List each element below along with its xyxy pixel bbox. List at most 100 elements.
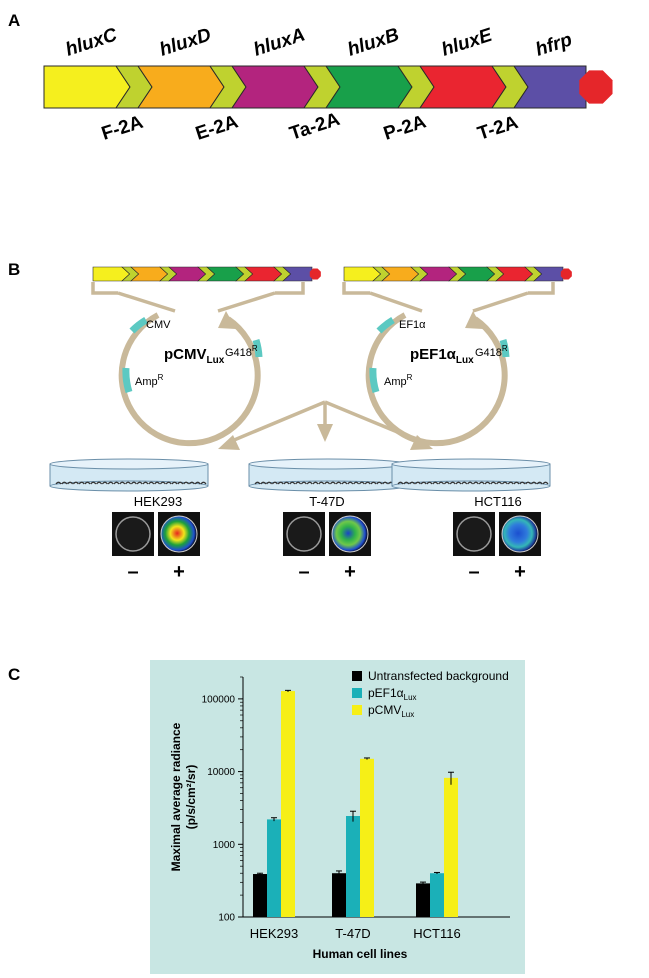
panel-c-letter: C <box>8 665 20 684</box>
petri-dish <box>49 458 209 492</box>
legend-swatch <box>352 688 362 698</box>
linker-label: T-2A <box>475 112 521 145</box>
gene-segment-hfrp <box>533 266 564 282</box>
bioluminescence-heatmap <box>331 515 369 553</box>
x-category-label: HEK293 <box>250 926 298 941</box>
bar <box>267 819 281 917</box>
linker-label: F-2A <box>99 112 146 145</box>
promoter-label: EF1α <box>399 319 426 331</box>
well-rim <box>115 516 151 552</box>
bar <box>332 873 346 917</box>
cell-monolayer <box>55 481 207 485</box>
stop-codon-octagon <box>309 268 321 280</box>
cell-line-panels: HEK293 – + T-47D – + HCT116 – + <box>112 494 541 583</box>
legend-item: pEF1αLux <box>352 686 417 702</box>
positive-sign: + <box>173 561 185 583</box>
bar <box>430 873 444 917</box>
plasmid-name: pCMVLux <box>164 346 225 366</box>
cell-monolayer <box>397 481 549 485</box>
y-tick-label: 100000 <box>202 694 236 705</box>
g418-label: G418R <box>475 344 508 359</box>
y-axis-title: Maximal average radiance <box>169 722 183 871</box>
plasmid-pef1a: EF1α pEF1αLux AmpR G418R <box>365 311 510 447</box>
gene-label: hluxC <box>63 24 120 60</box>
bar <box>346 816 360 917</box>
legend-item: Untransfected background <box>352 669 509 683</box>
g418-label: G418R <box>225 344 258 359</box>
plot-background <box>150 660 525 974</box>
amp-segment <box>369 367 380 394</box>
legend-swatch <box>352 705 362 715</box>
negative-sign: – <box>298 561 309 583</box>
y-tick-label: 100 <box>218 913 235 924</box>
legend-item: pCMVLux <box>352 703 414 719</box>
gene-label: hfrp <box>533 29 575 60</box>
promoter-segment <box>129 316 148 334</box>
gene-label: hluxE <box>439 24 496 60</box>
negative-sign: – <box>468 561 479 583</box>
gene-segment-hfrp <box>513 65 587 109</box>
cell-line-hct116: HCT116 – + <box>453 494 541 583</box>
linker-label: E-2A <box>193 111 241 144</box>
cell-line-label: T-47D <box>309 494 344 509</box>
gene-segment-hfrp <box>282 266 313 282</box>
cell-line-t-47d: T-47D – + <box>283 494 371 583</box>
amp-label: AmpR <box>384 373 413 388</box>
g418-segment <box>252 338 263 358</box>
legend-swatch <box>352 671 362 681</box>
bar <box>360 758 374 917</box>
panel-a-letter: A <box>8 11 20 30</box>
bioluminescence-heatmap <box>501 515 539 553</box>
stop-codon-octagon <box>560 268 572 280</box>
plasmid-arrowhead <box>218 311 236 329</box>
gene-label: hluxA <box>251 24 308 60</box>
y-axis-title-units: (p/s/cm²/sr) <box>184 765 198 830</box>
promoter-segment <box>376 316 395 334</box>
panel-b-letter: B <box>8 260 20 279</box>
insert-connector-right <box>342 282 555 313</box>
cell-line-label: HEK293 <box>134 494 182 509</box>
legend-label: Untransfected background <box>368 669 509 683</box>
construct-small-left <box>92 266 321 282</box>
linker-label: Ta-2A <box>287 109 343 145</box>
x-category-label: HCT116 <box>413 926 460 941</box>
transfection-arrows <box>218 400 433 450</box>
culture-dishes <box>49 458 551 492</box>
gene-label: hluxD <box>157 24 214 60</box>
gene-label: hluxB <box>345 24 402 60</box>
bar <box>416 883 430 917</box>
linker-label: P-2A <box>381 111 429 144</box>
legend-label: pEF1αLux <box>368 686 417 702</box>
well-rim <box>456 516 492 552</box>
well-rim <box>286 516 322 552</box>
plasmid-name: pEF1αLux <box>410 346 474 366</box>
insert-connector-left <box>91 282 305 313</box>
negative-sign: – <box>127 561 138 583</box>
positive-sign: + <box>344 561 356 583</box>
positive-sign: + <box>514 561 526 583</box>
x-axis-title: Human cell lines <box>313 947 408 961</box>
plasmid-ring <box>365 312 508 447</box>
construct-small-right <box>343 266 572 282</box>
amp-segment <box>122 367 133 394</box>
legend-label: pCMVLux <box>368 703 414 719</box>
cell-monolayer <box>254 481 406 485</box>
promoter-label: CMV <box>146 319 171 331</box>
cell-line-label: HCT116 <box>474 494 521 509</box>
construct-a: hluxC F-2A hluxD E-2A hluxA Ta-2A hluxB P-2A hlu… <box>43 24 613 145</box>
plasmid-pcmv: CMV pCMVLux AmpR G418R <box>118 311 263 447</box>
bioluminescence-heatmap <box>160 515 198 553</box>
cell-line-hek293: HEK293 – + <box>112 494 200 583</box>
bar <box>281 691 295 917</box>
g418-segment <box>499 338 510 358</box>
gene-segment-hluxc <box>43 65 131 109</box>
x-category-label: T-47D <box>335 926 370 941</box>
bar <box>444 777 458 917</box>
bar <box>253 874 267 917</box>
stop-codon-octagon <box>579 70 613 104</box>
y-tick-label: 10000 <box>207 767 235 778</box>
petri-dish <box>248 458 408 492</box>
plasmid-ring <box>118 312 261 447</box>
